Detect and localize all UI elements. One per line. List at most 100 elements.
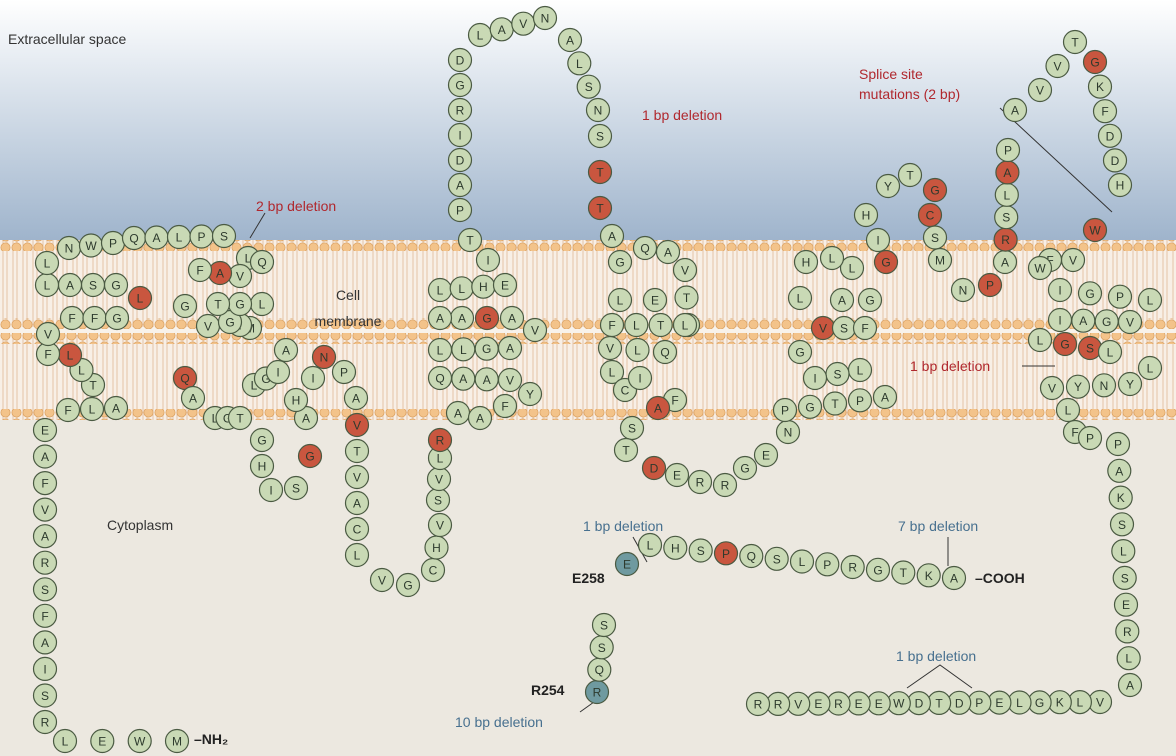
residue-letter: S <box>1002 211 1010 225</box>
annotation-1bp-deletion-bottom: 1 bp deletion <box>896 648 976 664</box>
residue-letter: L <box>44 257 51 271</box>
residue: P <box>849 389 872 412</box>
residue-letter: G <box>455 79 464 93</box>
residue-letter: A <box>41 450 49 464</box>
residue: S <box>833 317 856 340</box>
residue-letter: T <box>683 291 691 305</box>
residue: A <box>345 387 368 410</box>
residue-letter: A <box>498 23 506 37</box>
residue-letter: G <box>805 400 814 414</box>
residue-letter: I <box>638 372 641 386</box>
residue-letter: Y <box>1074 380 1082 394</box>
residue: G <box>475 337 498 360</box>
residue-letter: S <box>931 231 939 245</box>
inner-head-groups-upper <box>0 333 1176 344</box>
residue-letter: G <box>1090 56 1099 70</box>
residue-letter: G <box>225 316 234 330</box>
residue-letter: L <box>682 319 689 333</box>
residue: T <box>589 197 612 220</box>
residue: A <box>1119 674 1142 697</box>
residue: A <box>499 337 522 360</box>
residue-letter: C <box>353 523 362 537</box>
residue-letter: T <box>466 234 474 248</box>
residue: L <box>674 314 697 337</box>
residue: L <box>54 730 77 753</box>
residue-letter: L <box>1147 294 1154 308</box>
residue-letter: L <box>354 549 361 563</box>
c-terminus-label: –COOH <box>975 570 1025 586</box>
residue: N <box>1093 374 1116 397</box>
residue-letter: G <box>235 298 244 312</box>
residue: V <box>1029 79 1052 102</box>
residue-letter: A <box>1001 256 1009 270</box>
residue: M <box>166 730 189 753</box>
residue-letter: L <box>633 319 640 333</box>
residue-letter: I <box>1058 284 1061 298</box>
residue-letter: V <box>506 374 514 388</box>
residue: V <box>674 259 697 282</box>
residue-letter: A <box>950 572 958 586</box>
residue-letter: C <box>926 209 935 223</box>
residue-letter: S <box>840 322 848 336</box>
residue: D <box>1104 149 1127 172</box>
residue-letter: I <box>458 129 461 143</box>
residue: Q <box>634 237 657 260</box>
residue: G <box>859 289 882 312</box>
residue: L <box>639 534 662 557</box>
residue-letter: V <box>378 574 386 588</box>
residue: P <box>449 199 472 222</box>
residue-letter: T <box>89 379 97 393</box>
residue: F <box>83 307 106 330</box>
residue-letter: A <box>352 392 360 406</box>
residue: V <box>429 514 452 537</box>
residue-letter: D <box>1111 154 1120 168</box>
residue-letter: N <box>1100 379 1109 393</box>
residue-letter: V <box>1048 382 1056 396</box>
residue-letter: S <box>89 279 97 293</box>
residue-letter: H <box>1116 179 1125 193</box>
residue-letter: D <box>955 696 964 710</box>
residue: L <box>36 252 59 275</box>
residue-letter: L <box>799 555 806 569</box>
residue-letter: D <box>456 154 465 168</box>
residue-letter: V <box>204 320 212 334</box>
residue-letter: R <box>774 697 783 711</box>
residue: P <box>1109 285 1132 308</box>
residue-letter: G <box>865 294 874 308</box>
residue: L <box>59 344 82 367</box>
residue: S <box>1079 337 1102 360</box>
residue-letter: H <box>671 541 680 555</box>
residue-letter: P <box>986 279 994 293</box>
residue-letter: E <box>651 294 659 308</box>
residue-letter: P <box>197 230 205 244</box>
residue-letter: Y <box>1126 378 1134 392</box>
residue-letter: F <box>1101 105 1108 119</box>
residue: Q <box>251 251 274 274</box>
residue-letter: A <box>282 344 290 358</box>
residue: L <box>849 359 872 382</box>
residue: W <box>1084 219 1107 242</box>
residue-letter: G <box>482 342 491 356</box>
residue: P <box>816 553 839 576</box>
residue: A <box>449 174 472 197</box>
residue-letter: E <box>814 697 822 711</box>
residue-letter: Y <box>526 388 534 402</box>
residue: R <box>34 551 57 574</box>
residue-letter: F <box>64 404 71 418</box>
residue: L <box>791 550 814 573</box>
residue-letter: S <box>41 583 49 597</box>
residue-letter: L <box>1037 334 1044 348</box>
residue-letter: L <box>1016 696 1023 710</box>
residue-letter: S <box>833 368 841 382</box>
residue: D <box>643 457 666 480</box>
residue: S <box>427 489 450 512</box>
residue-letter: H <box>802 256 811 270</box>
residue-letter: R <box>834 697 843 711</box>
residue-letter: T <box>622 444 630 458</box>
residue-letter: L <box>634 344 641 358</box>
residue: G <box>397 574 420 597</box>
residue-letter: F <box>671 394 678 408</box>
residue-letter: V <box>531 324 539 338</box>
residue-letter: L <box>176 231 183 245</box>
residue-letter: T <box>353 445 361 459</box>
